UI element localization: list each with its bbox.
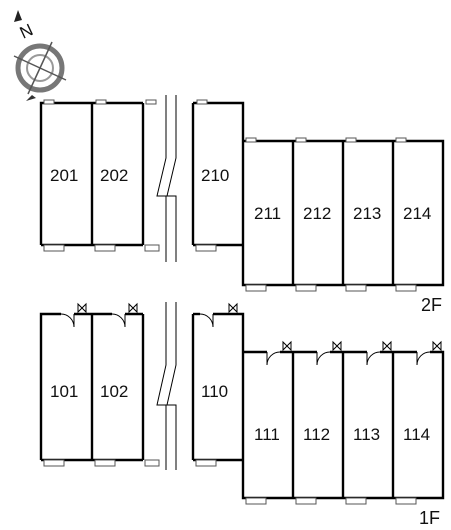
unit-212: 212 <box>303 204 331 223</box>
unit-114: 114 <box>403 425 430 444</box>
unit-110: 110 <box>201 382 228 401</box>
north-label: N <box>17 20 36 42</box>
unit-112: 112 <box>303 425 330 444</box>
unit-211: 211 <box>254 204 281 223</box>
unit-102: 102 <box>100 382 128 401</box>
floor-2-label: 2F <box>421 295 442 315</box>
north-arrow-icon <box>14 10 22 22</box>
unit-201: 201 <box>50 166 78 185</box>
unit-214: 214 <box>403 204 431 223</box>
floor-1-plan: 101 102 110 111 112 113 114 1F <box>39 302 445 528</box>
unit-210: 210 <box>201 166 229 185</box>
unit-111: 111 <box>254 425 280 444</box>
unit-202: 202 <box>100 166 128 185</box>
floor-1-label: 1F <box>419 508 440 528</box>
unit-101: 101 <box>50 382 78 401</box>
compass-rose-icon: N <box>13 10 67 101</box>
unit-213: 213 <box>353 204 381 223</box>
floor-2-plan: 201 202 210 211 212 213 214 2F <box>39 95 445 315</box>
unit-113: 113 <box>353 425 380 444</box>
